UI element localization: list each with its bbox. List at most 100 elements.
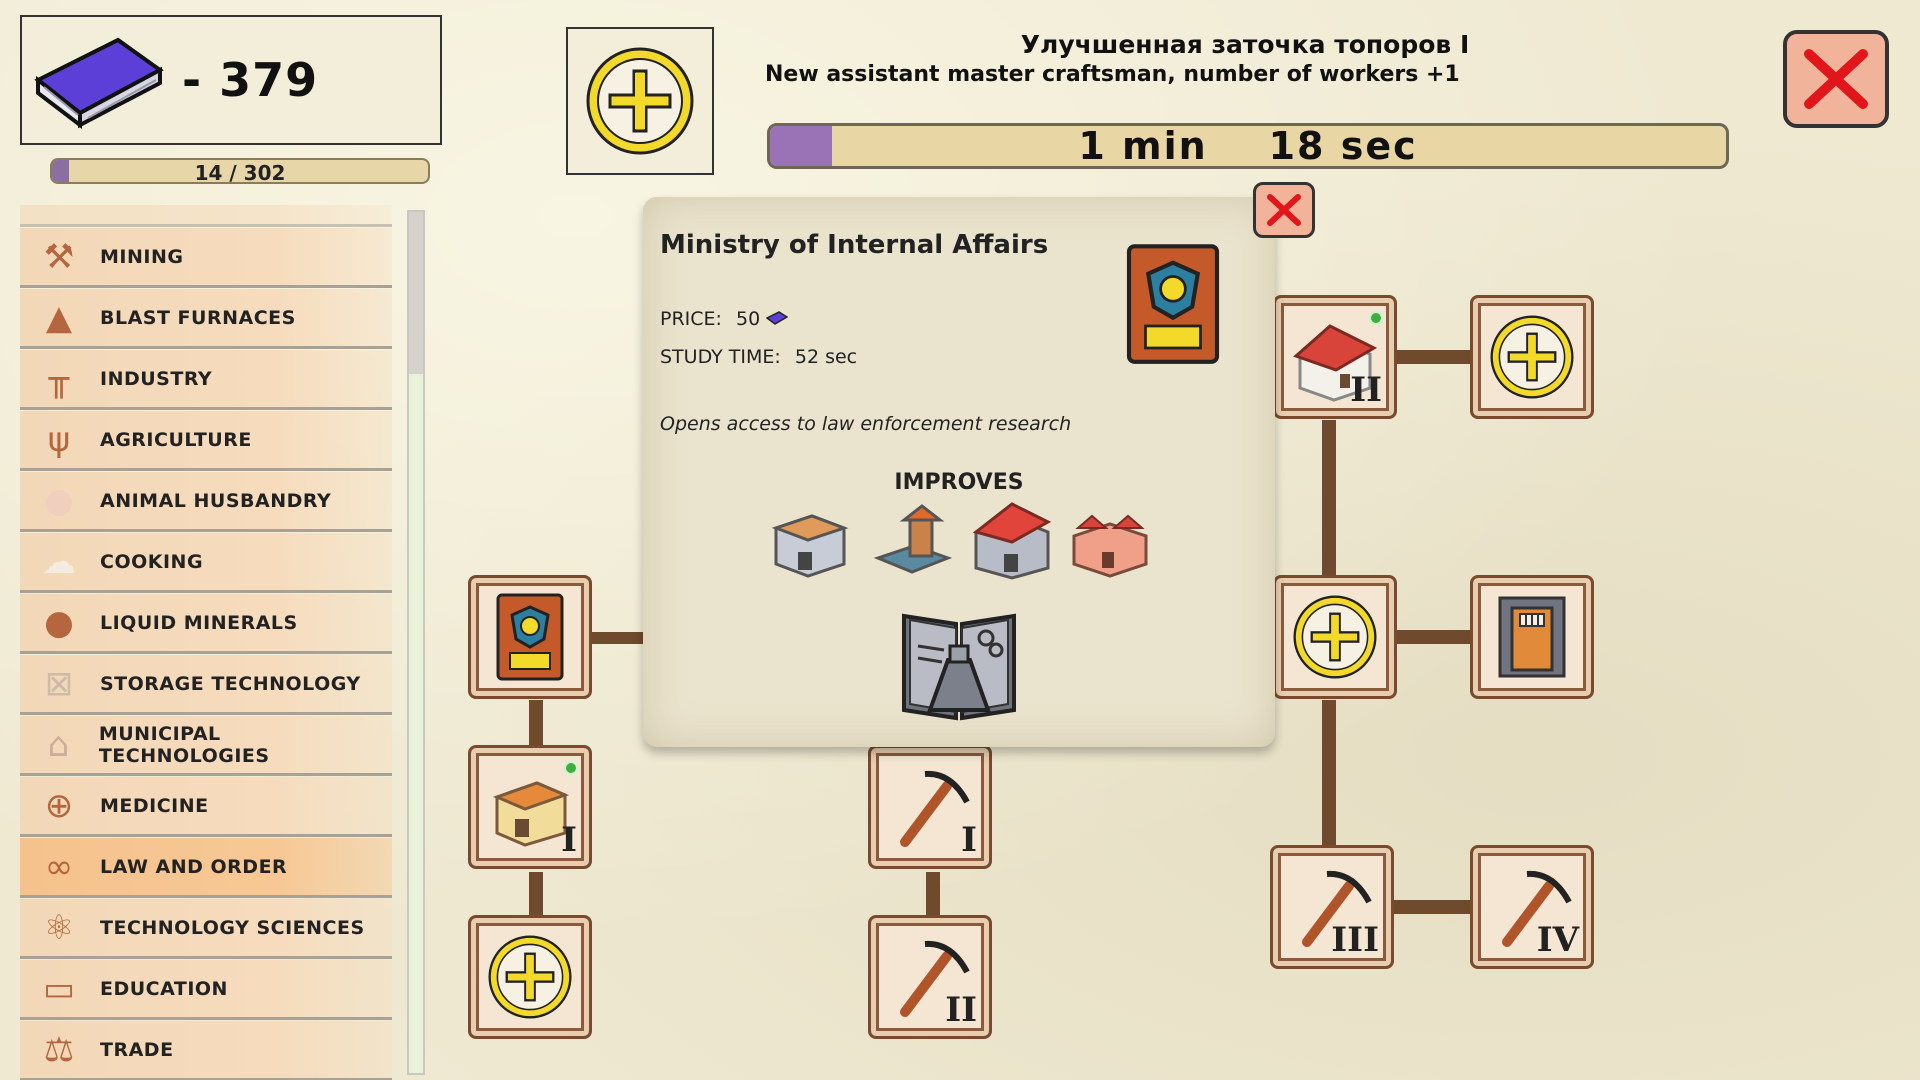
pickaxe-icon [1502,870,1572,947]
research-timer-fill [770,126,833,166]
research-timer-text: 1 min 18 sec [1078,124,1418,168]
sidebar-item-label: EDUCATION [100,977,228,1000]
tree-connector [1392,900,1472,914]
sidebar-item-trade[interactable]: ⚖ TRADE [20,1021,392,1080]
tier-label: I [561,820,577,860]
research-points-progress-fill [52,160,70,182]
wheat-icon: ψ [47,419,71,460]
pickaxe-hammer-icon: ⚒ [43,236,75,277]
popup-close-button[interactable] [1253,182,1315,238]
sidebar-item-cooking[interactable]: ☁ COOKING [20,533,392,593]
research-points-panel: - 379 [20,15,442,145]
open-book-icon: ▭ [42,968,76,1009]
sidebar-item-blast-furnaces[interactable]: ▲ BLAST FURNACES [20,289,392,349]
tech-node-prison-door[interactable] [1470,575,1594,699]
tree-connector [1392,630,1472,644]
sidebar-item-liquid-minerals[interactable]: ● LIQUID MINERALS [20,594,392,654]
sidebar-item-technology-sciences[interactable]: ⚛ TECHNOLOGY SCIENCES [20,899,392,959]
plus-circle-icon [586,47,694,155]
tree-connector [1322,420,1336,576]
tech-node-add-left[interactable] [468,915,592,1039]
plus-circle-icon [1490,315,1574,399]
tech-node-pickaxe-ii[interactable]: II [868,915,992,1039]
tech-node-ministry[interactable] [468,575,592,699]
sidebar-item-mining[interactable]: ⚒ MINING [20,228,392,288]
sidebar-item-medicine[interactable]: ⊕ MEDICINE [20,777,392,837]
tier-label: IV [1536,920,1579,960]
tree-connector [1392,350,1472,364]
sidebar-item-industry[interactable]: ╥ INDUSTRY [20,350,392,410]
tech-node-pickaxe-iv[interactable]: IV [1470,845,1594,969]
plus-circle-icon [1293,595,1377,679]
sidebar-item-label: INDUSTRY [100,367,213,390]
sidebar-item-label: LAW AND ORDER [100,855,288,878]
handcuffs-icon: ∞ [44,846,74,887]
chef-hat-icon: ☁ [42,541,76,582]
atom-icon: ⚛ [43,907,75,948]
pickaxe-icon [900,940,970,1017]
sidebar-item-label: COOKING [100,550,204,573]
sidebar-scrollbar[interactable] [407,210,425,1075]
pickaxe-icon [1302,870,1372,947]
tech-node-pickaxe-i[interactable]: I [868,745,992,869]
sidebar-item-label: MINING [100,245,184,268]
sidebar-item-animal-husbandry[interactable]: ● ANIMAL HUSBANDRY [20,472,392,532]
police-badge-book-icon [1126,244,1220,364]
tree-connector [529,872,543,916]
sidebar-item-education[interactable]: ▭ EDUCATION [20,960,392,1020]
research-points-progress-text: 14 / 302 [194,161,286,184]
sidebar-item-label: TECHNOLOGY SCIENCES [100,916,365,939]
science-book-icon [902,613,1016,721]
fort-building-icon [771,514,849,578]
popup-study-time: STUDY TIME: 52 sec [660,346,857,368]
tree-connector [1322,700,1336,848]
sidebar-item-label: MEDICINE [100,794,209,817]
improves-heading: IMPROVES [894,470,1024,495]
pig-icon: ● [44,480,74,521]
current-research-title: Улучшенная заточка топоров I [1020,30,1470,59]
sidebar-scrollbar-thumb[interactable] [409,212,423,374]
tech-node-pickaxe-iii[interactable]: III [1270,845,1394,969]
tech-node-house-ii[interactable]: II [1273,295,1397,419]
sidebar-item-agriculture[interactable]: ψ AGRICULTURE [20,411,392,471]
popup-description: Opens access to law enforcement research [660,413,1072,435]
medical-cross-icon: ⊕ [44,785,74,826]
sidebar-item-label: MUNICIPAL TECHNOLOGIES [98,722,270,767]
close-icon [1804,49,1868,109]
research-points-value: - 379 [182,53,319,107]
sidebar-item-storage-technology[interactable]: ⊠ STORAGE TECHNOLOGY [20,655,392,715]
current-research-description: New assistant master craftsman, number o… [765,62,1460,87]
book-icon [34,37,164,130]
scales-icon: ⚖ [43,1029,75,1070]
drop-icon: ● [44,602,74,643]
sidebar-item-municipal-technologies[interactable]: ⌂ MUNICIPAL TECHNOLOGIES [20,716,392,776]
tech-node-add-middle-right[interactable] [1273,575,1397,699]
sidebar-item-label: ANIMAL HUSBANDRY [100,489,332,512]
tier-label: III [1331,920,1379,960]
research-timer-bar: 1 min 18 sec [767,123,1729,169]
barracks-icon [1072,514,1148,578]
prison-door-icon [1498,596,1566,678]
sidebar-item-partial[interactable] [20,205,392,227]
popup-title: Ministry of Internal Affairs [660,230,1049,260]
furnace-icon: ▲ [45,297,73,338]
price-value: 50 [735,308,761,330]
sidebar-item-label: LIQUID MINERALS [100,611,298,634]
sidebar-item-law-and-order[interactable]: ∞ LAW AND ORDER [20,838,392,898]
house-icon [1293,324,1378,402]
tech-node-add-top-right[interactable] [1470,295,1594,419]
add-research-button[interactable] [566,27,714,175]
town-hall-icon: ⌂ [47,724,70,765]
category-sidebar[interactable]: ⚒ MINING ▲ BLAST FURNACES ╥ INDUSTRY ψ A… [20,205,392,1080]
study-time-value: 52 sec [794,346,858,368]
sidebar-item-label: AGRICULTURE [100,428,252,451]
tree-connector [926,872,940,916]
close-button[interactable] [1783,30,1889,128]
research-points-progress: 14 / 302 [50,158,430,184]
sidebar-item-label: TRADE [100,1038,174,1061]
close-icon [1267,194,1301,226]
tech-node-building-i[interactable]: I [468,745,592,869]
police-badge-book-icon [496,593,564,681]
gear-icon [563,760,579,776]
plus-circle-icon [488,935,572,1019]
